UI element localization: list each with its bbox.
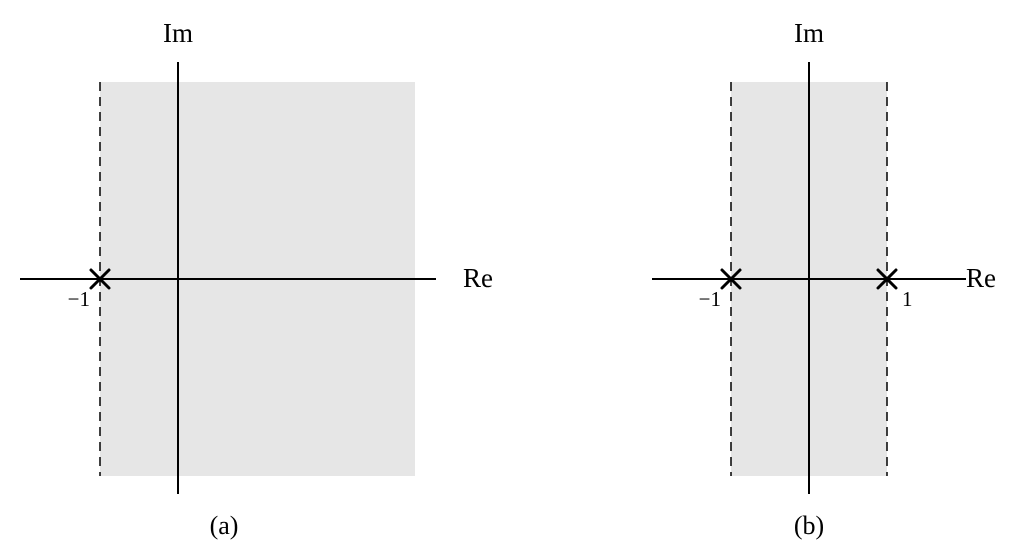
panel-a: Im Re −1 (a) (20, 18, 493, 540)
panel-b-caption: (b) (794, 511, 824, 540)
panel-a-pole-label-neg1: −1 (68, 287, 90, 311)
panel-b-im-label: Im (794, 18, 824, 48)
panel-b-pole-label-neg1: −1 (699, 287, 721, 311)
panel-b-pole-marker-pos1 (876, 268, 898, 290)
panel-b-pole-marker-neg1 (720, 268, 742, 290)
panel-a-im-label: Im (163, 18, 193, 48)
panel-b: Im Re −1 1 (b) (652, 18, 996, 540)
panel-b-re-label: Re (966, 263, 996, 293)
panel-a-caption: (a) (210, 511, 239, 540)
panel-a-re-label: Re (463, 263, 493, 293)
panel-b-pole-label-pos1: 1 (902, 287, 913, 311)
panel-a-pole-marker-neg1 (89, 268, 111, 290)
